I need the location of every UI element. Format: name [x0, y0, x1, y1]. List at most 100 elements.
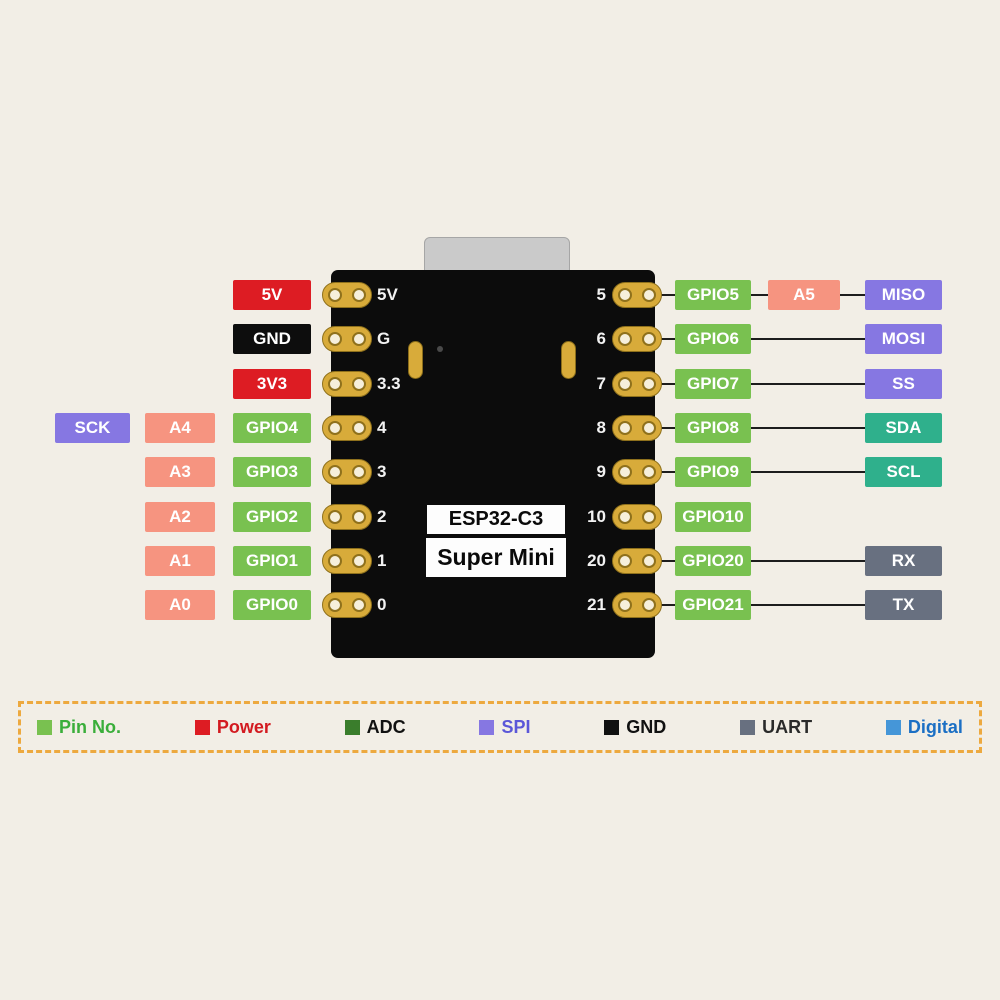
board-subtitle: Super Mini: [426, 538, 566, 577]
badge-a4: A4: [145, 413, 215, 443]
badge-gpio10: GPIO10: [675, 502, 751, 532]
badge-5v: 5V: [233, 280, 311, 310]
pin-number: 21: [587, 595, 606, 614]
pin-hole: [328, 465, 342, 479]
legend: Pin No. Power ADC SPI GND UART Digital: [18, 701, 982, 753]
pin-hole: [352, 510, 366, 524]
board-dot: [437, 346, 443, 352]
pin-hole: [328, 421, 342, 435]
pin-pad: [612, 459, 662, 485]
gold-pad-oval: [561, 341, 576, 379]
pin-hole: [618, 598, 632, 612]
pin-hole: [352, 598, 366, 612]
pin-hole: [642, 554, 656, 568]
pin-hole: [328, 554, 342, 568]
legend-item-power: Power: [194, 716, 271, 738]
pin-number: 9: [596, 462, 606, 481]
pin-pad: [612, 415, 662, 441]
badge-sda: SDA: [865, 413, 942, 443]
pin-hole: [618, 332, 632, 346]
badge-gpio20: GPIO20: [675, 546, 751, 576]
pin-hole: [328, 598, 342, 612]
pin-hole: [618, 554, 632, 568]
badge-scl: SCL: [865, 457, 942, 487]
pin-number: 5: [596, 285, 606, 304]
badge-gpio9: GPIO9: [675, 457, 751, 487]
badge-gpio5: GPIO5: [675, 280, 751, 310]
badge-gpio6: GPIO6: [675, 324, 751, 354]
badge-miso: MISO: [865, 280, 942, 310]
pin-number: 0: [377, 595, 387, 614]
legend-label: UART: [762, 716, 813, 737]
badge-3v3: 3V3: [233, 369, 311, 399]
pin-hole: [328, 510, 342, 524]
legend-items: Pin No. Power ADC SPI GND UART Digital: [21, 704, 979, 750]
connector-line: [637, 383, 872, 385]
pin-pad: [322, 504, 372, 530]
pin-pad: [322, 282, 372, 308]
pin-hole: [352, 465, 366, 479]
pin-number: 3: [377, 462, 387, 481]
pin-hole: [642, 465, 656, 479]
connector-line: [637, 560, 872, 562]
pin-pad: [322, 592, 372, 618]
badge-gpio3: GPIO3: [233, 457, 311, 487]
pin-hole: [642, 598, 656, 612]
badge-a5: A5: [768, 280, 840, 310]
pin-hole: [642, 421, 656, 435]
pin-pad: [612, 504, 662, 530]
legend-item-uart: UART: [740, 717, 812, 738]
pin-hole: [352, 332, 366, 346]
pin-hole: [618, 465, 632, 479]
pin-number: 8: [596, 418, 606, 437]
pin-hole: [352, 377, 366, 391]
badge-rx: RX: [865, 546, 942, 576]
badge-a0: A0: [145, 590, 215, 620]
legend-label: GND: [626, 716, 667, 737]
badge-a3: A3: [145, 457, 215, 487]
pin-number: G: [377, 329, 391, 348]
pin-hole: [328, 377, 342, 391]
badge-tx: TX: [865, 590, 942, 620]
pin-number: 6: [596, 329, 606, 348]
legend-color-swatch: [740, 719, 756, 735]
badge-ss: SS: [865, 369, 942, 399]
pin-hole: [642, 332, 656, 346]
legend-item-digital: Digital: [885, 716, 963, 738]
pin-number: 2: [377, 507, 387, 526]
badge-gpio7: GPIO7: [675, 369, 751, 399]
pin-pad: [322, 326, 372, 352]
pin-pad: [612, 371, 662, 397]
legend-label: Digital: [907, 716, 963, 737]
connector-line: [637, 294, 872, 296]
pin-hole: [352, 288, 366, 302]
badge-gpio2: GPIO2: [233, 502, 311, 532]
pin-hole: [642, 510, 656, 524]
pin-pad: [322, 548, 372, 574]
esp32-board: [331, 270, 655, 658]
gold-pad-oval: [408, 341, 423, 379]
pin-hole: [352, 554, 366, 568]
badge-gpio8: GPIO8: [675, 413, 751, 443]
pin-number: 10: [587, 507, 606, 526]
badge-mosi: MOSI: [865, 324, 942, 354]
legend-label: Power: [216, 716, 271, 737]
legend-color-swatch: [37, 719, 52, 735]
legend-color-swatch: [885, 719, 901, 735]
pin-hole: [618, 510, 632, 524]
pin-number: 4: [377, 418, 387, 437]
pin-number: 1: [377, 551, 387, 570]
pin-hole: [328, 288, 342, 302]
legend-item-adc: ADC: [344, 717, 406, 738]
legend-item-spi: SPI: [479, 717, 530, 738]
badge-gpio1: GPIO1: [233, 546, 311, 576]
badge-a2: A2: [145, 502, 215, 532]
pin-number: 7: [596, 374, 606, 393]
badge-gpio4: GPIO4: [233, 413, 311, 443]
badge-gnd: GND: [233, 324, 311, 354]
legend-label: Pin No.: [59, 716, 121, 737]
pin-hole: [328, 332, 342, 346]
badge-gpio21: GPIO21: [675, 590, 751, 620]
pin-number: 20: [587, 551, 606, 570]
